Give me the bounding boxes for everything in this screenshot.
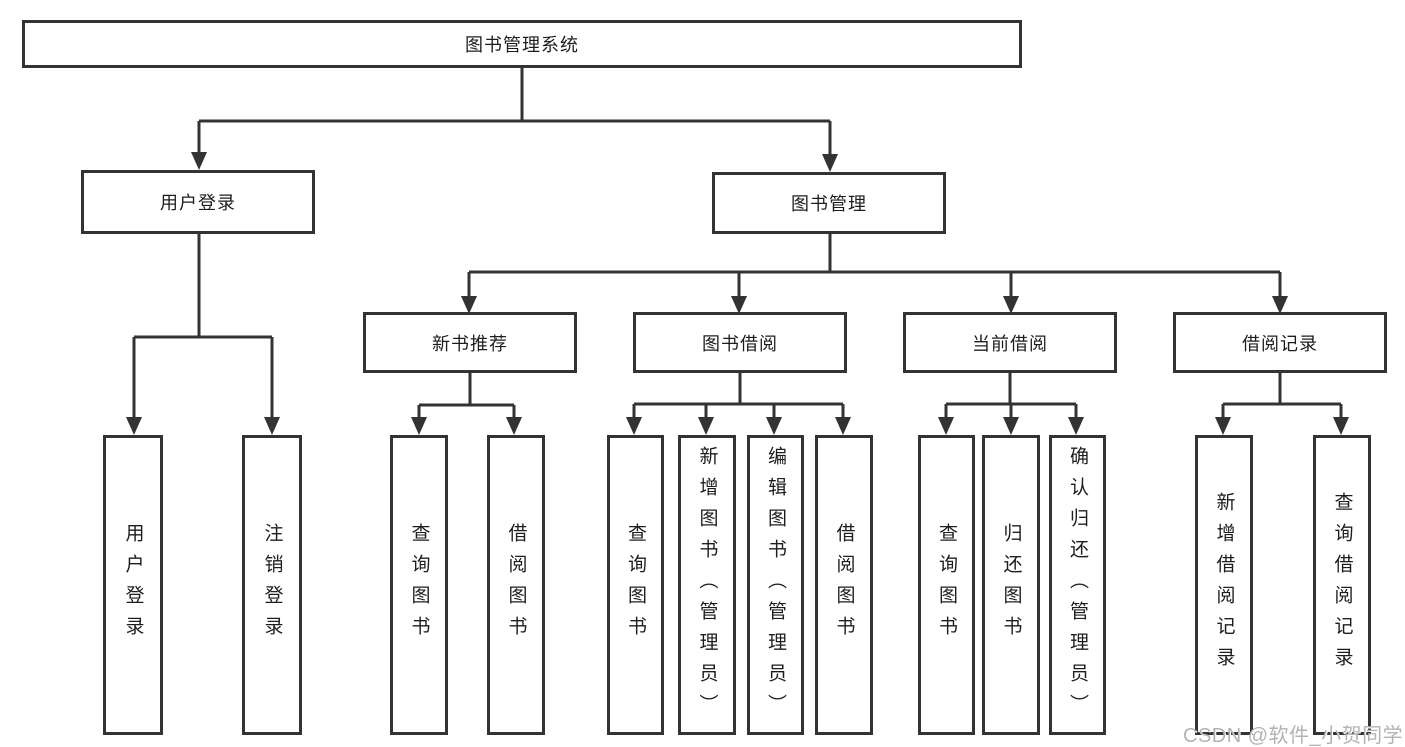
node-label: 新增图书（管理员） — [696, 445, 718, 725]
node-label: 新书推荐 — [432, 333, 508, 354]
arrowheads — [126, 152, 1349, 435]
node-label: 借阅图书 — [833, 523, 855, 647]
node-new-book-recommendation: 新书推荐 — [363, 312, 577, 373]
node-label: 当前借阅 — [972, 333, 1048, 354]
node-leaf-query-books-rec: 查询图书 — [390, 435, 448, 735]
node-label: 注销登录 — [261, 523, 283, 647]
node-borrowing-records: 借阅记录 — [1173, 312, 1387, 373]
node-library-management-system: 图书管理系统 — [22, 20, 1022, 68]
node-label: 图书管理 — [791, 194, 867, 214]
node-leaf-user-login: 用户登录 — [103, 435, 163, 735]
csdn-watermark: CSDN @软件_小贺同学 — [1183, 725, 1404, 747]
node-label: 查询借阅记录 — [1331, 492, 1353, 678]
node-label: 图书借阅 — [702, 333, 778, 354]
node-leaf-add-borrow-record: 新增借阅记录 — [1195, 435, 1253, 735]
node-label: 用户登录 — [160, 193, 236, 213]
node-leaf-query-books-current: 查询图书 — [918, 435, 975, 735]
node-leaf-query-books-borrow: 查询图书 — [607, 435, 664, 735]
node-leaf-add-books-admin: 新增图书（管理员） — [678, 435, 736, 735]
node-label: 新增借阅记录 — [1213, 492, 1235, 678]
node-leaf-logout: 注销登录 — [242, 435, 302, 735]
node-label: 编辑图书（管理员） — [765, 445, 786, 725]
node-label: 用户登录 — [122, 523, 144, 647]
node-book-borrowing: 图书借阅 — [633, 312, 847, 373]
node-label: 查询图书 — [625, 523, 646, 647]
node-leaf-edit-books-admin: 编辑图书（管理员） — [747, 435, 804, 735]
node-label: 查询图书 — [408, 523, 430, 647]
node-leaf-borrow-books-rec: 借阅图书 — [487, 435, 545, 735]
node-label: 归还图书 — [1000, 523, 1022, 647]
node-current-borrowing: 当前借阅 — [903, 312, 1117, 373]
node-label: 查询图书 — [936, 523, 957, 647]
node-leaf-query-borrow-record: 查询借阅记录 — [1313, 435, 1371, 735]
node-label: 借阅记录 — [1242, 333, 1318, 354]
node-label: 图书管理系统 — [465, 35, 579, 55]
node-leaf-borrow-books: 借阅图书 — [815, 435, 873, 735]
node-label: 确认归还（管理员） — [1067, 445, 1088, 725]
node-label: 借阅图书 — [505, 523, 527, 647]
node-book-management: 图书管理 — [712, 172, 946, 234]
node-leaf-confirm-return-admin: 确认归还（管理员） — [1049, 435, 1106, 735]
node-user-login: 用户登录 — [81, 170, 315, 234]
node-leaf-return-books: 归还图书 — [982, 435, 1040, 735]
